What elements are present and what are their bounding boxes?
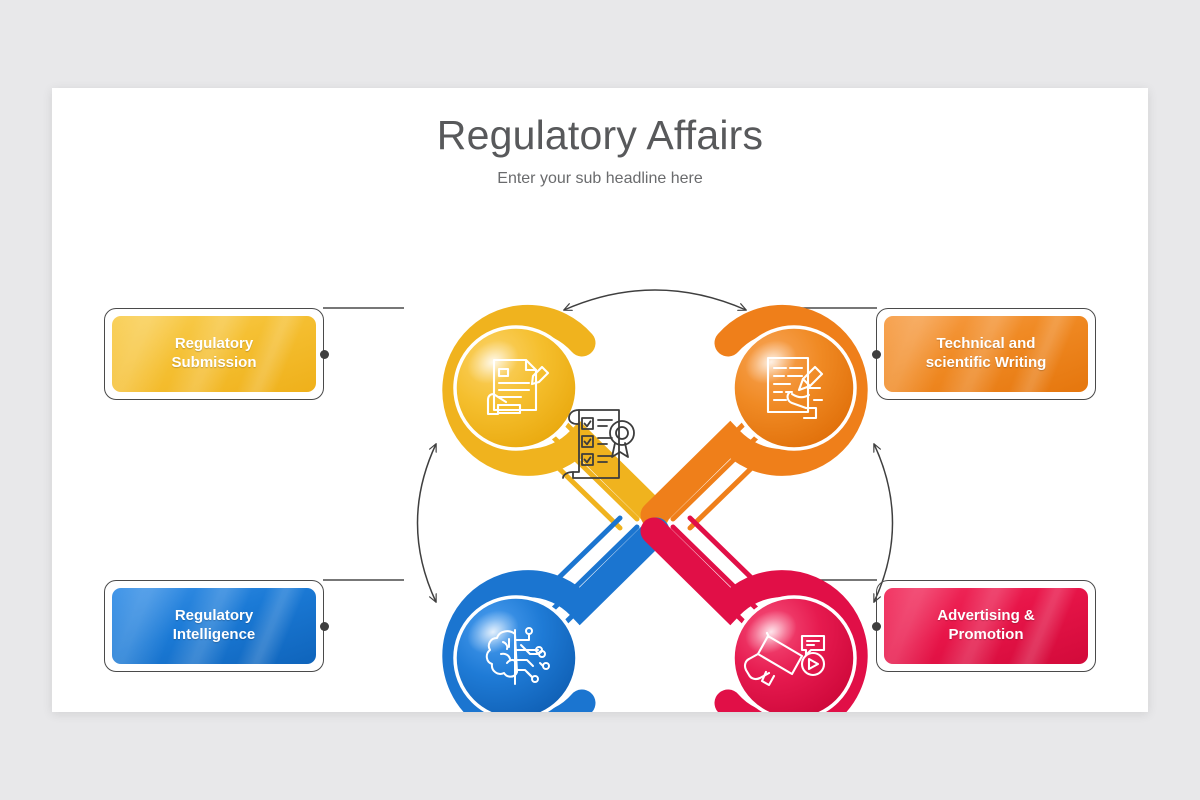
document-sign-hand-icon (486, 358, 550, 416)
hand-writing-document-icon (766, 356, 824, 420)
disc-red (731, 595, 857, 712)
diagram-stage (323, 289, 894, 712)
box-label: Advertising & Promotion (937, 607, 1035, 643)
megaphone-media-icon (743, 631, 826, 687)
slide-canvas: Regulatory Affairs Enter your sub headli… (52, 88, 1148, 712)
node-graphic-technical-scientific-writing[interactable] (640, 304, 868, 531)
box-label: Regulatory Submission (171, 335, 257, 371)
label-box-regulatory-intelligence[interactable]: Regulatory Intelligence (104, 580, 329, 672)
box-label: Technical and scientific Writing (925, 335, 1047, 371)
node-graphic-regulatory-submission[interactable] (442, 304, 670, 531)
arrow-right (874, 444, 894, 602)
disc-highlight-red (745, 610, 797, 654)
box-fill: Regulatory Submission (112, 316, 316, 392)
arrow-top (564, 289, 746, 310)
box-fill: Technical and scientific Writing (884, 316, 1088, 392)
certificate-scroll-icon (562, 409, 635, 479)
connector-dot (319, 350, 329, 359)
ai-brain-circuit-icon (485, 627, 550, 685)
box-fill: Advertising & Promotion (884, 588, 1088, 664)
label-box-technical-scientific-writing[interactable]: Technical and scientific Writing (871, 308, 1096, 400)
arrow-left (416, 444, 437, 602)
node-graphic-advertising-promotion[interactable] (640, 515, 868, 712)
box-fill: Regulatory Intelligence (112, 588, 316, 664)
disc-orange (731, 325, 857, 451)
box-label: Regulatory Intelligence (172, 607, 256, 643)
node-graphic-regulatory-intelligence[interactable] (442, 515, 670, 712)
connector-dot (871, 350, 881, 359)
connector-dot (871, 622, 881, 631)
page-subtitle: Enter your sub headline here (497, 170, 703, 187)
disc-yellow (453, 325, 579, 451)
page-title: Regulatory Affairs (436, 112, 764, 158)
label-box-advertising-promotion[interactable]: Advertising & Promotion (871, 580, 1096, 672)
connector-dot (319, 622, 329, 631)
label-box-regulatory-submission[interactable]: Regulatory Submission (104, 308, 329, 400)
disc-highlight-orange (745, 340, 797, 384)
